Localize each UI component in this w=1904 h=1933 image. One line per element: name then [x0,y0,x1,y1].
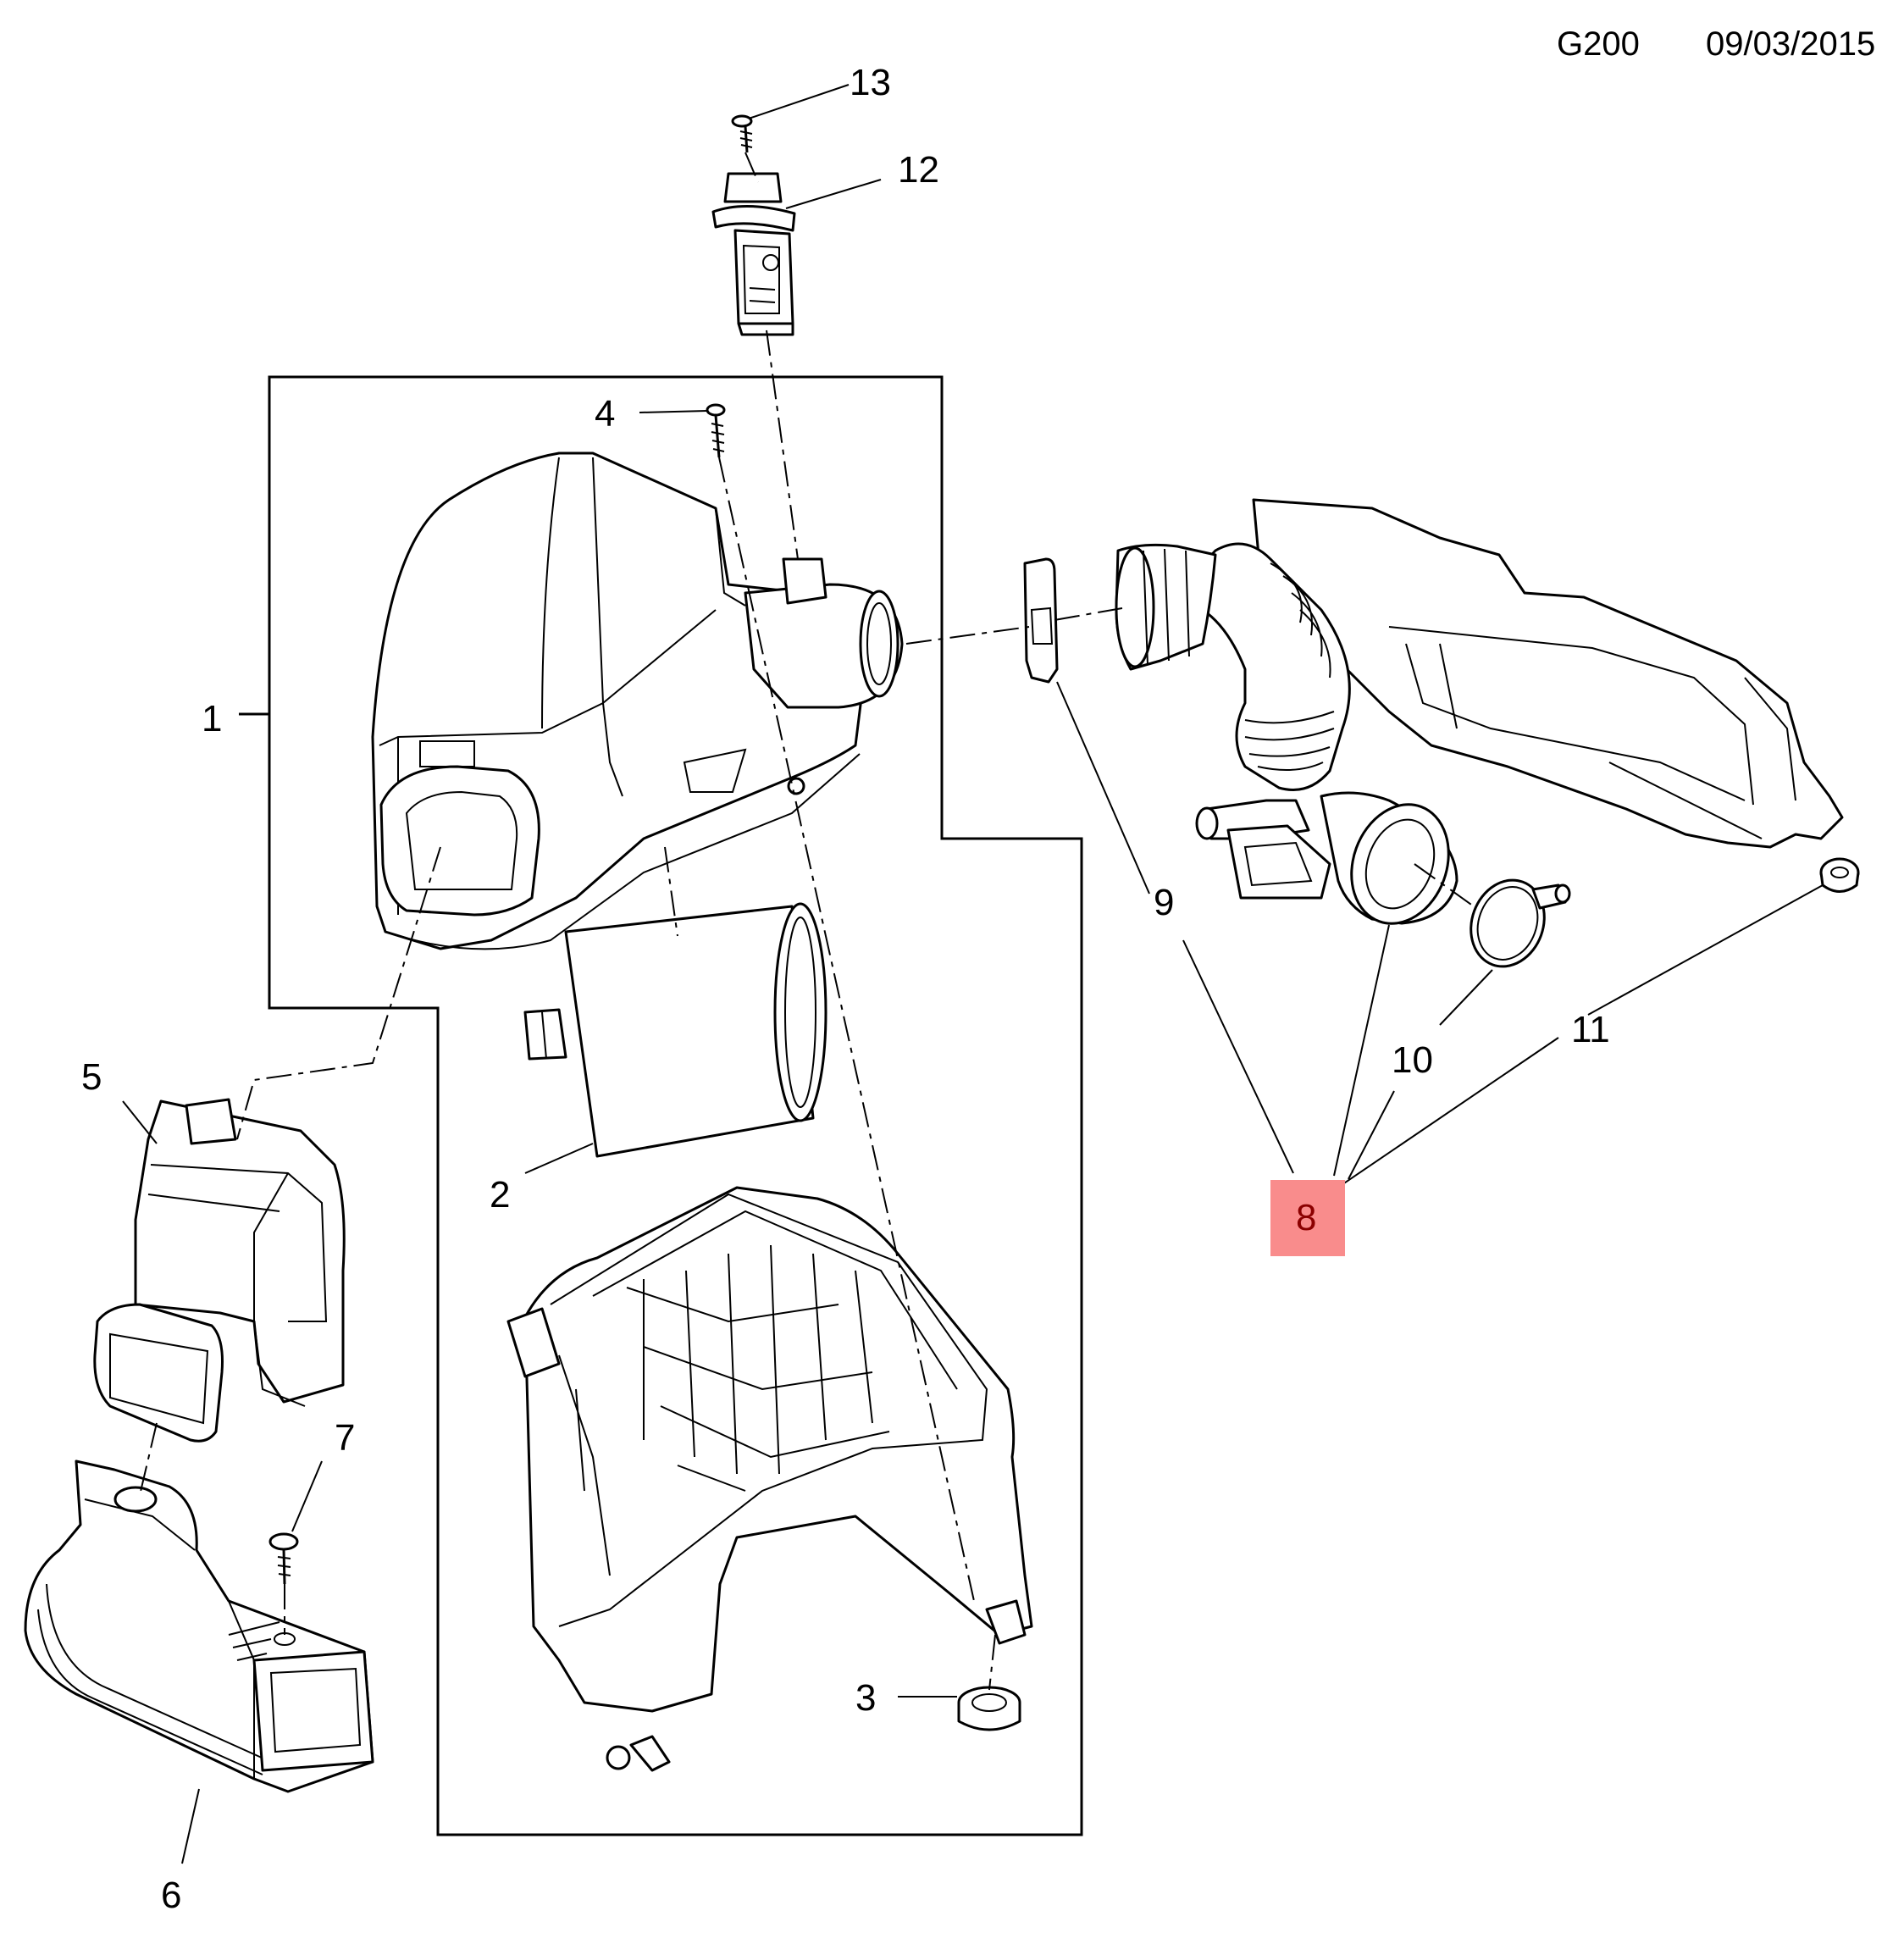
part-3-grommet[interactable] [957,1686,1021,1731]
assembly-group-outline [268,375,1083,1836]
callout-9[interactable]: 9 [1154,882,1174,923]
callout-3[interactable]: 3 [855,1677,876,1719]
callout-5[interactable]: 5 [81,1056,102,1098]
diagram-code: G200 [1557,25,1640,63]
assembly-centerlines [139,152,1475,1691]
part-11-grommet[interactable] [1819,857,1860,893]
part-10-hose-clamp[interactable] [1459,870,1571,977]
callout-leader-lines [122,84,1824,1864]
callout-7[interactable]: 7 [335,1417,355,1459]
highlight-box [1270,1180,1345,1256]
diagram-date: 09/03/2015 [1706,25,1876,63]
callout-2[interactable]: 2 [490,1174,510,1216]
part-12-mass-airflow-sensor[interactable] [711,172,796,336]
callout-8[interactable]: 8 [1296,1197,1316,1238]
callout-1[interactable]: 1 [202,698,222,739]
part-5-air-inlet-duct[interactable] [93,1098,346,1443]
part-2-filter-element[interactable] [523,902,827,1158]
part-9-seal[interactable] [1023,557,1059,684]
callout-4[interactable]: 4 [595,393,615,435]
callout-12[interactable]: 12 [898,149,939,191]
part-13-screw[interactable] [731,114,753,153]
callout-11[interactable]: 11 [1571,1009,1610,1050]
callout-13[interactable]: 13 [850,62,891,103]
callout-labels: 13 12 4 1 2 3 5 6 7 9 10 11 8 [81,62,1610,1916]
part-1-lower-housing[interactable] [506,1186,1033,1772]
part-8-intake-duct-assembly[interactable] [1115,498,1844,937]
part-7-push-pin[interactable] [268,1532,299,1646]
part-4-screw[interactable] [706,403,726,458]
callout-10[interactable]: 10 [1392,1039,1433,1081]
callout-6[interactable]: 6 [161,1875,181,1916]
part-6-air-intake-snorkel[interactable] [24,1459,374,1793]
part-1-air-cleaner-cover[interactable] [371,451,904,950]
